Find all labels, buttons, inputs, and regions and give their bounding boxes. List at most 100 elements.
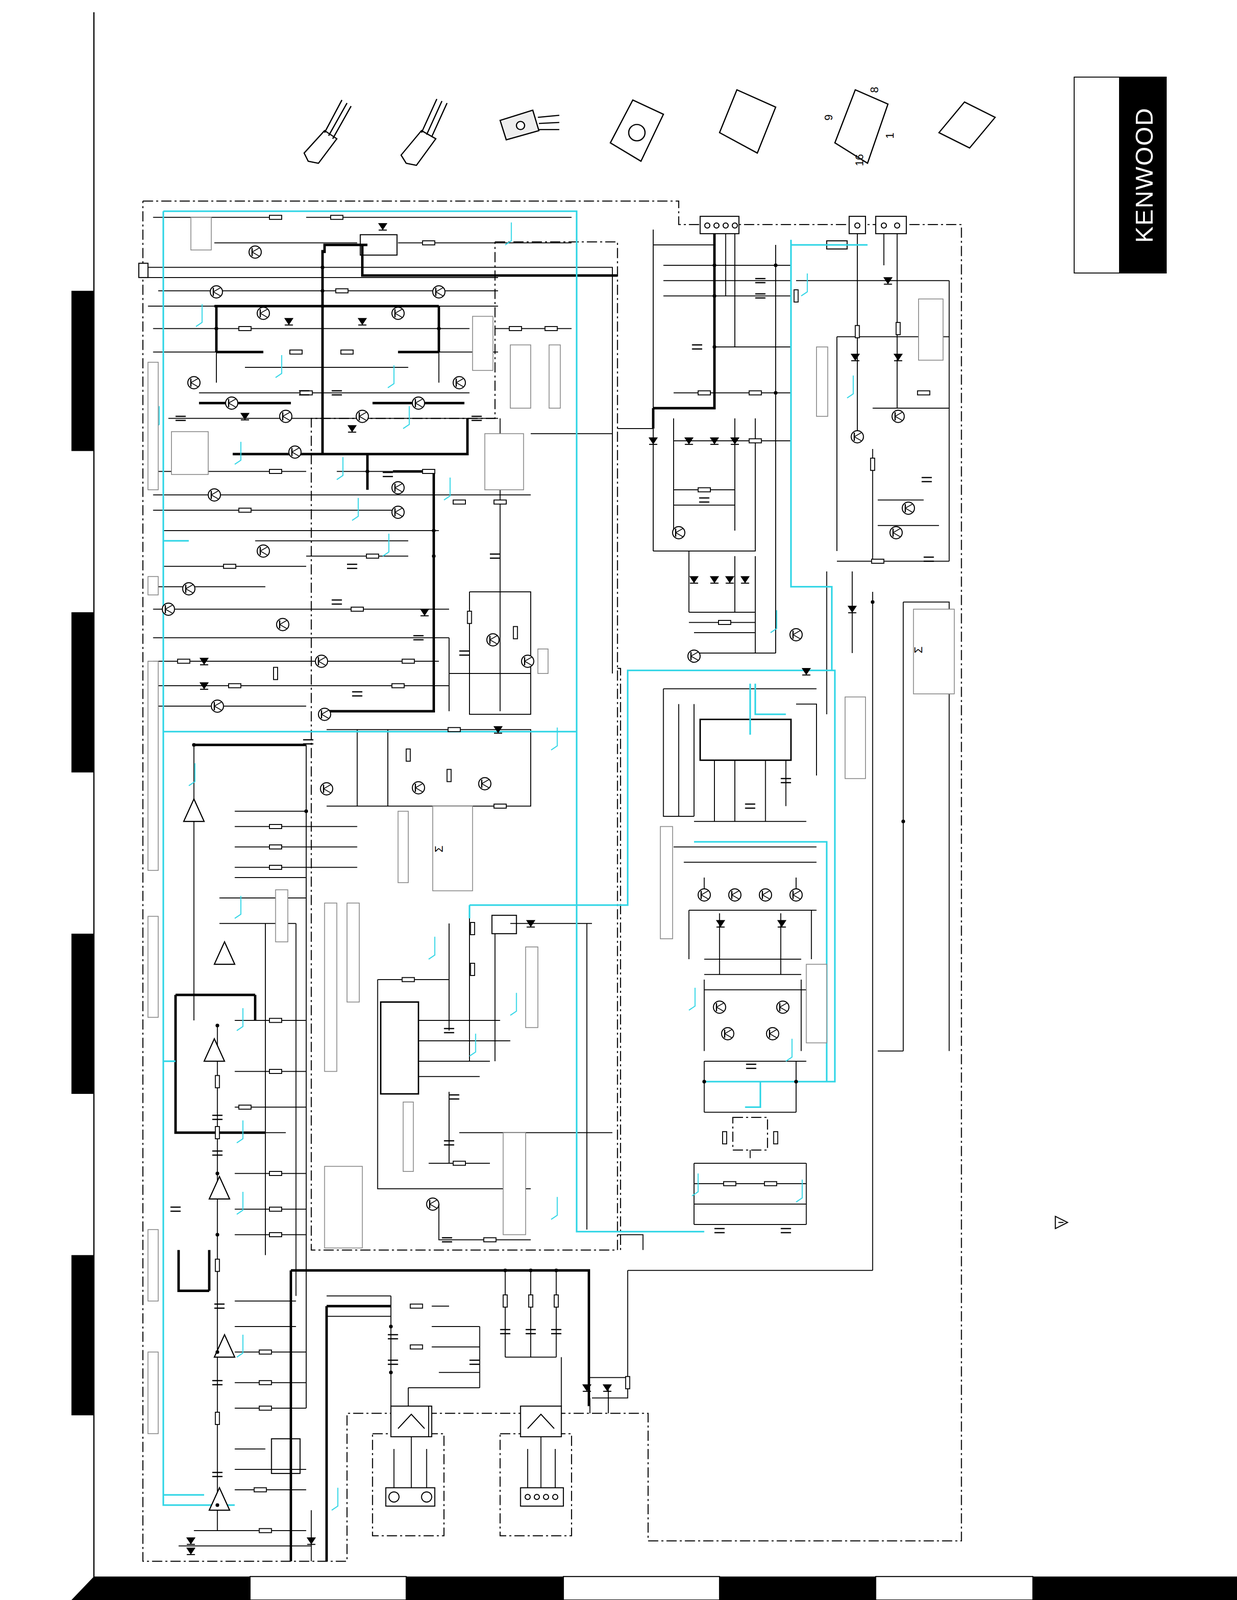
opamp-symbol [209, 1488, 230, 1511]
signal-path [791, 244, 868, 246]
wire [264, 923, 266, 1256]
diode-symbol [689, 576, 699, 583]
resistor-symbol [448, 727, 461, 732]
diode-symbol [894, 354, 903, 361]
opamp-symbol [183, 799, 205, 822]
diode-symbol [358, 318, 367, 325]
resistor-symbol [698, 488, 711, 493]
wire [310, 1510, 312, 1562]
junction-dot [215, 1350, 220, 1355]
diode-bar [284, 324, 294, 326]
diode-symbol [884, 277, 893, 284]
callout-leader [692, 1173, 699, 1197]
wire [153, 216, 276, 218]
module-box [271, 1439, 301, 1475]
wire [408, 1387, 480, 1389]
capacitor-symbol [413, 639, 424, 641]
lead [431, 102, 448, 137]
wire [479, 1326, 480, 1389]
wire [418, 1040, 511, 1042]
wire [499, 612, 501, 712]
wire [663, 280, 792, 282]
resistor-symbol [870, 458, 875, 471]
bus-wire [178, 1250, 210, 1291]
ic-body [380, 1002, 419, 1095]
callout-leader [236, 1008, 244, 1032]
diode-symbol [284, 318, 294, 325]
transistor-lead [260, 313, 268, 318]
callout-leader [444, 477, 451, 501]
wire [244, 366, 409, 368]
resistor-symbol [351, 607, 364, 612]
wire [800, 979, 802, 1052]
sub-board-outline [617, 668, 621, 1251]
resistor-symbol [467, 611, 472, 624]
diode-bar [347, 431, 357, 433]
wire [749, 1150, 751, 1159]
wire [418, 1020, 501, 1022]
connector [875, 216, 907, 234]
signal-path [755, 684, 787, 715]
wire [795, 1061, 797, 1113]
ic-body [700, 719, 792, 761]
callout-leader [847, 375, 854, 399]
wire [193, 745, 195, 1022]
diode-bar [710, 582, 719, 584]
wire [234, 1326, 297, 1328]
transistor-lead [279, 620, 288, 625]
resistor-symbol [410, 1345, 423, 1350]
transistor-lead [185, 588, 194, 593]
capacitor-symbol [175, 415, 186, 418]
resistor-symbol [554, 1295, 559, 1308]
bus-wire [326, 1305, 392, 1308]
wire [425, 1449, 427, 1489]
signal-path [163, 1060, 176, 1063]
bus-wire [321, 249, 324, 455]
capacitor-symbol [471, 415, 483, 418]
resistor-symbol [259, 1529, 272, 1534]
wire [153, 660, 440, 662]
wire [428, 1406, 430, 1438]
transistor-symbol [249, 245, 262, 259]
capacitor-symbol [714, 1232, 725, 1234]
wire [560, 1357, 562, 1407]
part-list-box [525, 947, 538, 1028]
diode-symbol [716, 920, 725, 928]
junction-dot [554, 1268, 558, 1273]
pin [732, 223, 738, 229]
transistor-lead [792, 894, 801, 900]
connector [138, 263, 148, 279]
to220-package [500, 110, 540, 140]
wire [627, 1270, 873, 1272]
transistor-lead [769, 1033, 778, 1038]
capacitor-symbol [298, 394, 310, 396]
capacitor-symbol [413, 635, 424, 637]
transistor-lead [252, 252, 260, 257]
capacitor-symbol [352, 691, 363, 693]
capacitor-symbol [746, 1063, 757, 1066]
capacitor-symbol [170, 1210, 181, 1213]
junction-dot [773, 263, 778, 268]
transistor-lead [395, 484, 403, 489]
diode-bar [493, 733, 503, 734]
resistor-symbol [698, 391, 711, 396]
resistor-symbol [406, 749, 411, 762]
resistor-symbol [794, 289, 799, 303]
transistor-lead [395, 508, 403, 513]
wire [153, 509, 394, 511]
transistor-symbol [315, 655, 328, 668]
wire [673, 846, 817, 848]
junction-dot [431, 554, 436, 558]
capacitor-symbol [441, 1237, 453, 1239]
capacitor-symbol [551, 1329, 562, 1331]
capacitor-symbol [525, 1333, 537, 1335]
diode-symbol [526, 920, 535, 928]
capacitor-symbol [469, 1359, 480, 1362]
transistor-lead [792, 635, 801, 640]
callout-leader [382, 533, 390, 557]
capacitor-symbol [714, 1228, 725, 1230]
callout-leader [188, 763, 196, 787]
transistor-symbol [672, 526, 685, 539]
part-list-box [147, 362, 159, 490]
wire [591, 1270, 628, 1399]
